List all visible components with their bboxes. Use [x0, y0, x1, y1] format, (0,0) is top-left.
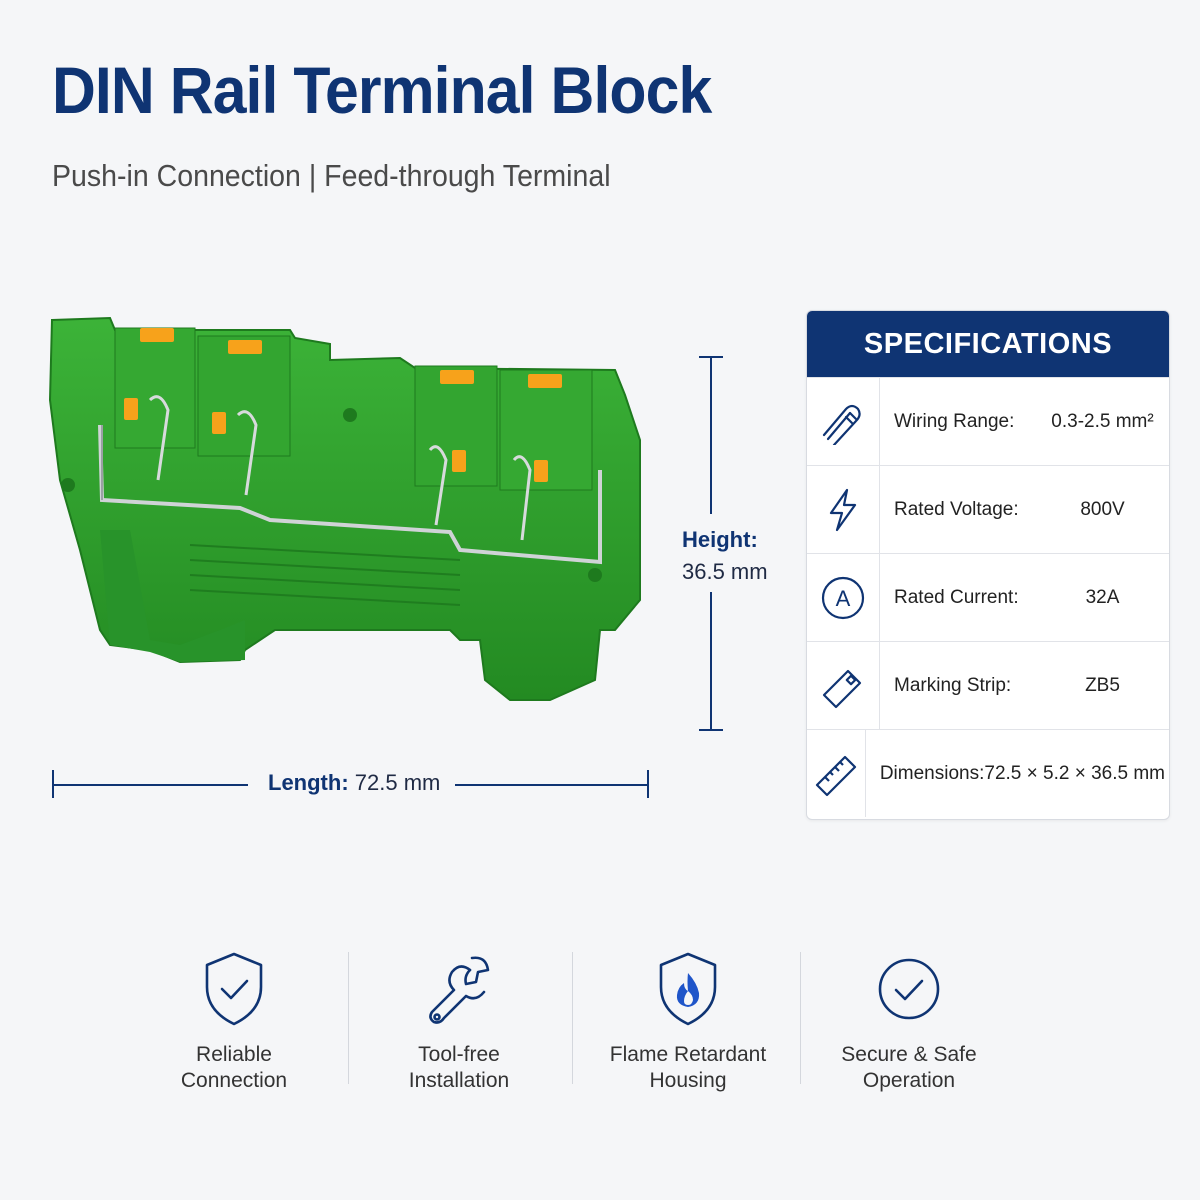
height-dim-line-bottom	[710, 592, 712, 730]
length-dim-line-left	[52, 784, 248, 786]
specifications-table: SPECIFICATIONS Wiring Range: 0.3-2.5 mm²…	[806, 310, 1170, 820]
spec-label: Marking Strip:	[894, 674, 1012, 696]
feature-line1: Flame Retardant	[609, 1043, 767, 1066]
feature-divider	[572, 952, 573, 1084]
feature-line2: Installation	[408, 1069, 510, 1092]
height-value: 36.5 mm	[682, 559, 768, 584]
feature-divider	[348, 952, 349, 1084]
length-label: Length:	[268, 770, 349, 795]
wire-ferrule-icon	[807, 378, 880, 465]
height-dim-cap-bottom	[699, 729, 723, 731]
feature-line1: Secure & Safe	[841, 1043, 977, 1066]
spec-label: Rated Voltage:	[894, 498, 1019, 520]
feature-tool-free-installation: Tool-free Installation	[345, 950, 573, 1094]
feature-secure-safe-operation: Secure & Safe Operation	[795, 950, 1023, 1094]
height-dim-line-top	[710, 356, 712, 514]
feature-line2: Connection	[180, 1069, 288, 1092]
spec-row-wiring-range: Wiring Range: 0.3-2.5 mm²	[807, 377, 1169, 465]
feature-line2: Housing	[649, 1069, 727, 1092]
ampere-glyph: A	[836, 586, 851, 611]
height-label: Height:	[682, 527, 758, 552]
page-subtitle: Push-in Connection | Feed-through Termin…	[52, 158, 611, 193]
length-dim-line-right	[455, 784, 648, 786]
spec-label: Dimensions:	[879, 762, 985, 784]
feature-flame-retardant-housing: Flame Retardant Housing	[574, 950, 802, 1094]
ruler-icon	[807, 730, 866, 817]
length-dimension: Length: 72.5 mm	[268, 770, 440, 796]
ampere-icon: A	[807, 554, 880, 641]
spec-value: 800V	[1080, 498, 1125, 520]
lightning-bolt-icon	[807, 466, 880, 553]
circle-check-icon	[795, 950, 1023, 1028]
height-dimension: Height: 36.5 mm	[682, 524, 768, 588]
spec-value: 72.5 × 5.2 × 36.5 mm	[984, 762, 1165, 784]
spec-value: 32A	[1085, 586, 1120, 608]
wrench-icon	[345, 950, 573, 1028]
feature-line2: Operation	[862, 1069, 956, 1092]
feature-line1: Tool-free	[418, 1043, 500, 1066]
spec-row-dimensions: Dimensions: 72.5 × 5.2 × 36.5 mm	[807, 729, 1169, 817]
feature-reliable-connection: Reliable Connection	[120, 950, 348, 1094]
shield-flame-icon	[574, 950, 802, 1028]
marking-tag-icon	[807, 642, 880, 729]
specifications-heading: SPECIFICATIONS	[807, 311, 1169, 377]
spec-row-marking-strip: Marking Strip: ZB5	[807, 641, 1169, 729]
spec-label: Wiring Range:	[894, 410, 1015, 432]
spec-value: 0.3-2.5 mm²	[1051, 410, 1154, 432]
spec-label: Rated Current:	[894, 586, 1019, 608]
feature-line1: Reliable	[196, 1043, 272, 1066]
shield-check-icon	[120, 950, 348, 1028]
spec-row-rated-current: A Rated Current: 32A	[807, 553, 1169, 641]
length-dim-cap-right	[647, 770, 649, 798]
terminal-block-image	[48, 316, 641, 701]
spec-value: ZB5	[1085, 674, 1120, 696]
feature-divider	[800, 952, 801, 1084]
page-title: DIN Rail Terminal Block	[52, 53, 712, 127]
spec-row-rated-voltage: Rated Voltage: 800V	[807, 465, 1169, 553]
length-value: 72.5 mm	[354, 770, 441, 795]
